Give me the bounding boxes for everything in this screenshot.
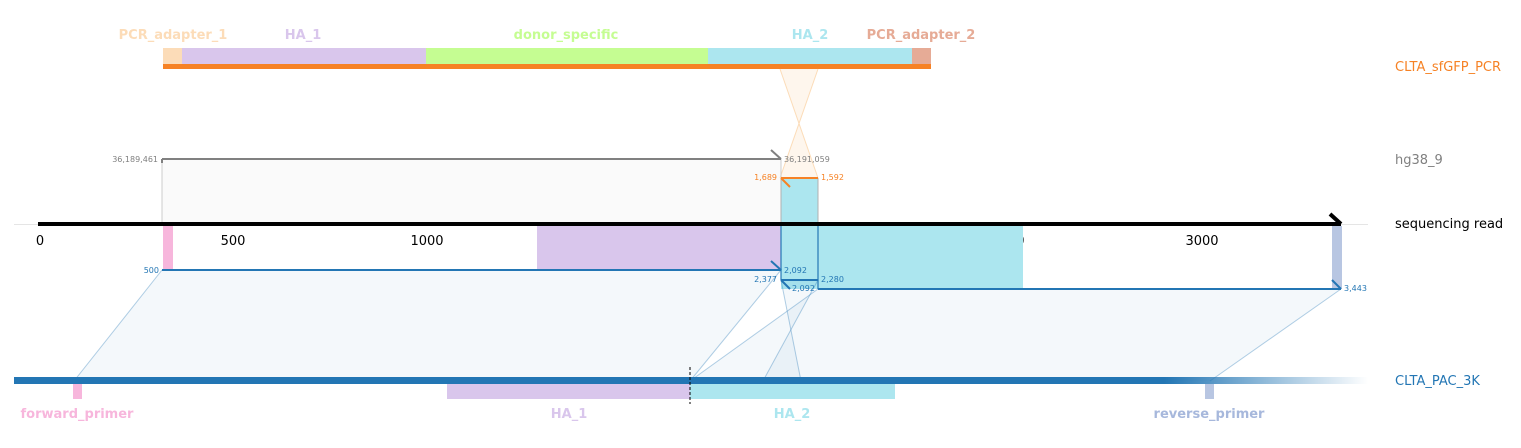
ref-feature-reverse-label: reverse_primer	[1154, 407, 1266, 422]
pcr-feature-ha1-block	[182, 48, 426, 64]
pcr-feature-ha2-label: HA_2	[792, 28, 829, 43]
read-reverse-primer-block	[1332, 226, 1342, 289]
ref-alignment-2-arrowhead	[780, 279, 791, 290]
pcr-connector-line-b	[779, 68, 819, 179]
ref-alignment-3-arrowhead	[1331, 279, 1342, 290]
ref-connector-1-right	[689, 269, 782, 382]
track-labels: CLTA_sfGFP_PCR hg38_9 sequencing read CL…	[1395, 60, 1503, 389]
pcr-product-track: PCR_adapter_1 HA_1 donor_specific HA_2 P…	[119, 28, 976, 69]
ref-connector-2-fill	[763, 280, 818, 381]
ref-connector-3-fill	[690, 289, 1341, 381]
ref1-start-coord: 500	[144, 266, 159, 275]
ref-reverse-primer-block	[1205, 384, 1214, 399]
ref2-end-coord: 2,280	[821, 275, 844, 284]
ref2-start-coord: 2,377	[754, 275, 777, 284]
ref-ha2-block	[690, 384, 895, 399]
track-label-read: sequencing read	[1395, 217, 1503, 232]
ref-ha1-block	[447, 384, 690, 399]
pcr-track-bar	[163, 64, 931, 69]
pcr-feature-ha2-block	[708, 48, 912, 64]
ref-feature-ha2-label: HA_2	[774, 407, 811, 422]
pcr-feature-adapter1-block	[163, 48, 182, 64]
ref-connector-2-b	[762, 279, 819, 382]
pcr-end-coord: 1,592	[821, 173, 844, 182]
pcr-feature-adapter1-label: PCR_adapter_1	[119, 28, 228, 43]
axis-tick-label: 0	[36, 234, 44, 249]
ref-track-bar-fade	[1164, 377, 1368, 384]
ref-connector-3-left	[689, 288, 819, 382]
pcr-feature-ha1-label: HA_1	[285, 28, 322, 43]
pcr-start-coord: 1,689	[754, 173, 777, 182]
genome-start-coord: 36,189,461	[112, 155, 158, 164]
ref-forward-primer-block	[73, 384, 82, 399]
pcr-alignment-arrowhead	[780, 177, 791, 188]
ref3-start-coord: 2,092	[792, 284, 815, 293]
pcr-connector	[779, 68, 819, 179]
ref1-end-coord: 2,092	[784, 266, 807, 275]
genome-connector-fill	[162, 159, 781, 224]
genome-end-coord: 36,191,059	[784, 155, 830, 164]
genome-alignment-arrowhead	[770, 149, 782, 160]
pcr-feature-adapter2-label: PCR_adapter_2	[867, 28, 976, 43]
ref-connector-3-right	[1209, 288, 1342, 382]
pcr-feature-donor-label: donor_specific	[514, 28, 619, 43]
pcr-feature-adapter2-block	[912, 48, 931, 64]
track-label-ref: CLTA_PAC_3K	[1395, 374, 1480, 389]
reference-alignments: 500 2,092 2,377 2,280 2,092 3,443	[73, 226, 1367, 382]
ref-alignment-1-arrowhead	[770, 260, 782, 271]
ref-feature-forward-label: forward_primer	[21, 407, 135, 422]
pcr-feature-donor-block	[426, 48, 708, 64]
read-axis-arrowhead	[1328, 212, 1343, 226]
reference-track: forward_primer HA_1 HA_2 reverse_primer	[14, 367, 1368, 422]
read-forward-primer-block	[163, 226, 173, 270]
ref-connector-2-a	[780, 279, 802, 382]
ref3-end-coord: 3,443	[1344, 284, 1367, 293]
read-ha1-block	[537, 226, 781, 270]
ref-connector-1-fill	[74, 270, 781, 381]
axis-tick-label: 1000	[410, 234, 443, 249]
track-label-pcr: CLTA_sfGFP_PCR	[1395, 60, 1501, 75]
genome-alignment: 36,189,461 36,191,059	[112, 149, 830, 224]
read-ha2-block	[781, 226, 1023, 289]
pcr-alignment: 1,689 1,592	[754, 173, 844, 224]
ref-connector-1-left	[73, 269, 163, 382]
pcr-alignment-ha2-block	[781, 178, 818, 224]
ref-feature-ha1-label: HA_1	[551, 407, 588, 422]
axis-tick-label: 500	[221, 234, 246, 249]
ref-track-bar	[14, 377, 1164, 384]
track-label-genome: hg38_9	[1395, 153, 1443, 168]
axis-tick-label: 3000	[1185, 234, 1218, 249]
